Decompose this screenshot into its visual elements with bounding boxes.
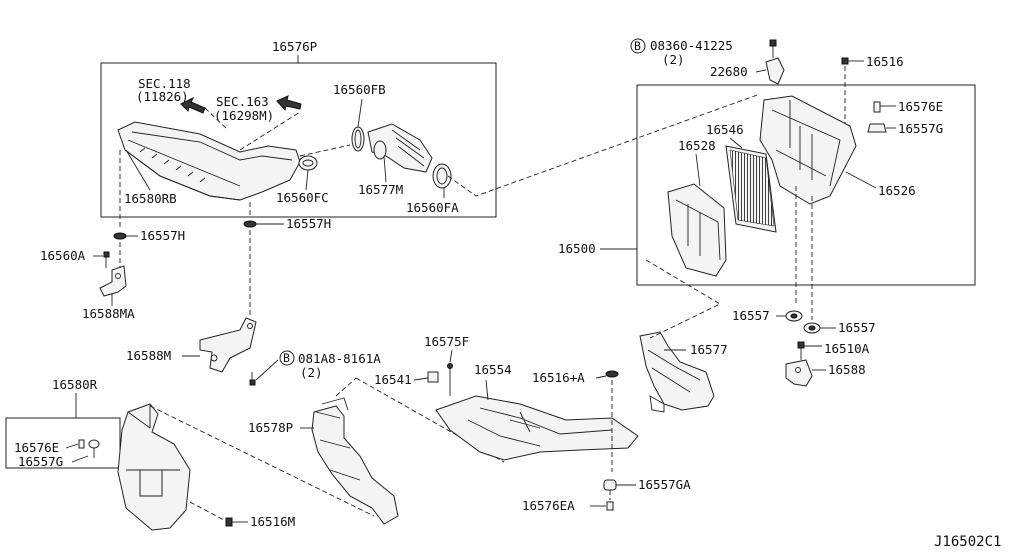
bolt-16510A: [797, 341, 805, 360]
qty-08360: (2): [662, 52, 685, 67]
bolt-081A8: [249, 372, 256, 386]
label-16588MA: 16588MA: [82, 306, 135, 321]
sec163-sub: (16298M): [214, 108, 274, 123]
grommet-16557G-right: [867, 123, 887, 133]
grommet-16516A: [605, 370, 619, 378]
label-16576E-left: 16576E: [14, 440, 59, 455]
b-circle-icon-top: [630, 38, 646, 54]
label-16557H-left: 16557H: [140, 228, 185, 243]
label-16588M: 16588M: [126, 348, 171, 363]
sensor-22680: [765, 57, 785, 85]
label-16560FC: 16560FC: [276, 190, 329, 205]
bracket-16588MA: [99, 265, 127, 297]
resonator-16580RB: [117, 121, 301, 201]
duct-assembly-box: [100, 62, 497, 218]
label-16560FB: 16560FB: [333, 82, 386, 97]
filter-16546: [725, 145, 777, 233]
pin-16576E-right: [873, 101, 881, 113]
label-16557-b: 16557: [838, 320, 876, 335]
bolt-08360: [769, 39, 777, 58]
bolt-16516M: [225, 517, 233, 527]
label-16576EA: 16576EA: [522, 498, 575, 513]
b-circle-letter: B: [283, 351, 290, 365]
duct-16578P: [311, 397, 399, 525]
label-16560FA: 16560FA: [406, 200, 459, 215]
duct-16577: [639, 331, 715, 413]
label-16576P: 16576P: [272, 39, 317, 54]
label-16577M: 16577M: [358, 182, 403, 197]
b-circle-letter-top: B: [634, 39, 641, 53]
arrow-icon: [276, 95, 302, 112]
lower-case-16528: [667, 183, 727, 277]
qty-081A8: (2): [300, 365, 323, 380]
bracket-16588: [785, 359, 813, 387]
label-16575F: 16575F: [424, 334, 469, 349]
clip-16541: [427, 371, 439, 383]
bolt-16560A: [103, 251, 110, 268]
label-16588: 16588: [828, 362, 866, 377]
housing-16526: [759, 95, 857, 205]
label-16557G-left: 16557G: [18, 454, 63, 469]
label-16578P: 16578P: [248, 420, 293, 435]
duct-16554: [435, 395, 639, 461]
label-16528: 16528: [678, 138, 716, 153]
pin-16576E-left: [78, 439, 85, 449]
label-16577: 16577: [690, 342, 728, 357]
arrow-icon: [180, 96, 206, 114]
label-16576E-right: 16576E: [898, 99, 943, 114]
label-16526: 16526: [878, 183, 916, 198]
lower-duct-box: [5, 417, 121, 469]
label-16557G-right: 16557G: [898, 121, 943, 136]
label-16546: 16546: [706, 122, 744, 137]
label-16580RB: 16580RB: [124, 191, 177, 206]
bolt-16516: [841, 57, 849, 65]
bracket-16588M: [199, 317, 257, 373]
duct-16580R: [117, 403, 191, 531]
sec118-sub: (11826): [136, 89, 189, 104]
label-16554: 16554: [474, 362, 512, 377]
bolt-16575F: [447, 363, 453, 396]
label-081A8-8161A: 081A8-8161A: [298, 351, 381, 366]
b-circle-icon: [279, 350, 295, 366]
sec118-ref: SEC.118: [138, 76, 191, 91]
label-22680: 22680: [710, 64, 748, 79]
grommet-16557H: [113, 232, 127, 240]
grommet-16557H-b: [243, 220, 257, 228]
label-16516A: 16516+A: [532, 370, 585, 385]
label-16516M: 16516M: [250, 514, 295, 529]
grommet-16557-a: [785, 310, 803, 322]
clamp-16560FB: [351, 126, 365, 152]
label-16541: 16541: [374, 372, 412, 387]
label-08360-41225: 08360-41225: [650, 38, 733, 53]
air-cleaner-box: [636, 84, 976, 286]
duct-16577M: [367, 123, 433, 173]
label-16580R: 16580R: [52, 377, 98, 392]
grommet-16557G-left: [88, 439, 100, 458]
sec163-ref: SEC.163: [216, 94, 269, 109]
label-16500: 16500: [558, 241, 596, 256]
grommet-16557GA: [603, 479, 617, 491]
label-16510A: 16510A: [824, 341, 870, 356]
label-16516: 16516: [866, 54, 904, 69]
label-16557-a: 16557: [732, 308, 770, 323]
clamp-16560FC: [298, 155, 318, 171]
drawing-code: J16502C1: [934, 534, 1001, 550]
label-16557GA: 16557GA: [638, 477, 691, 492]
label-16557H-mid: 16557H: [286, 216, 331, 231]
clamp-16560FA: [432, 163, 452, 189]
grommet-16557-b: [803, 322, 821, 334]
label-16560A: 16560A: [40, 248, 86, 263]
pin-16576EA: [606, 501, 614, 511]
